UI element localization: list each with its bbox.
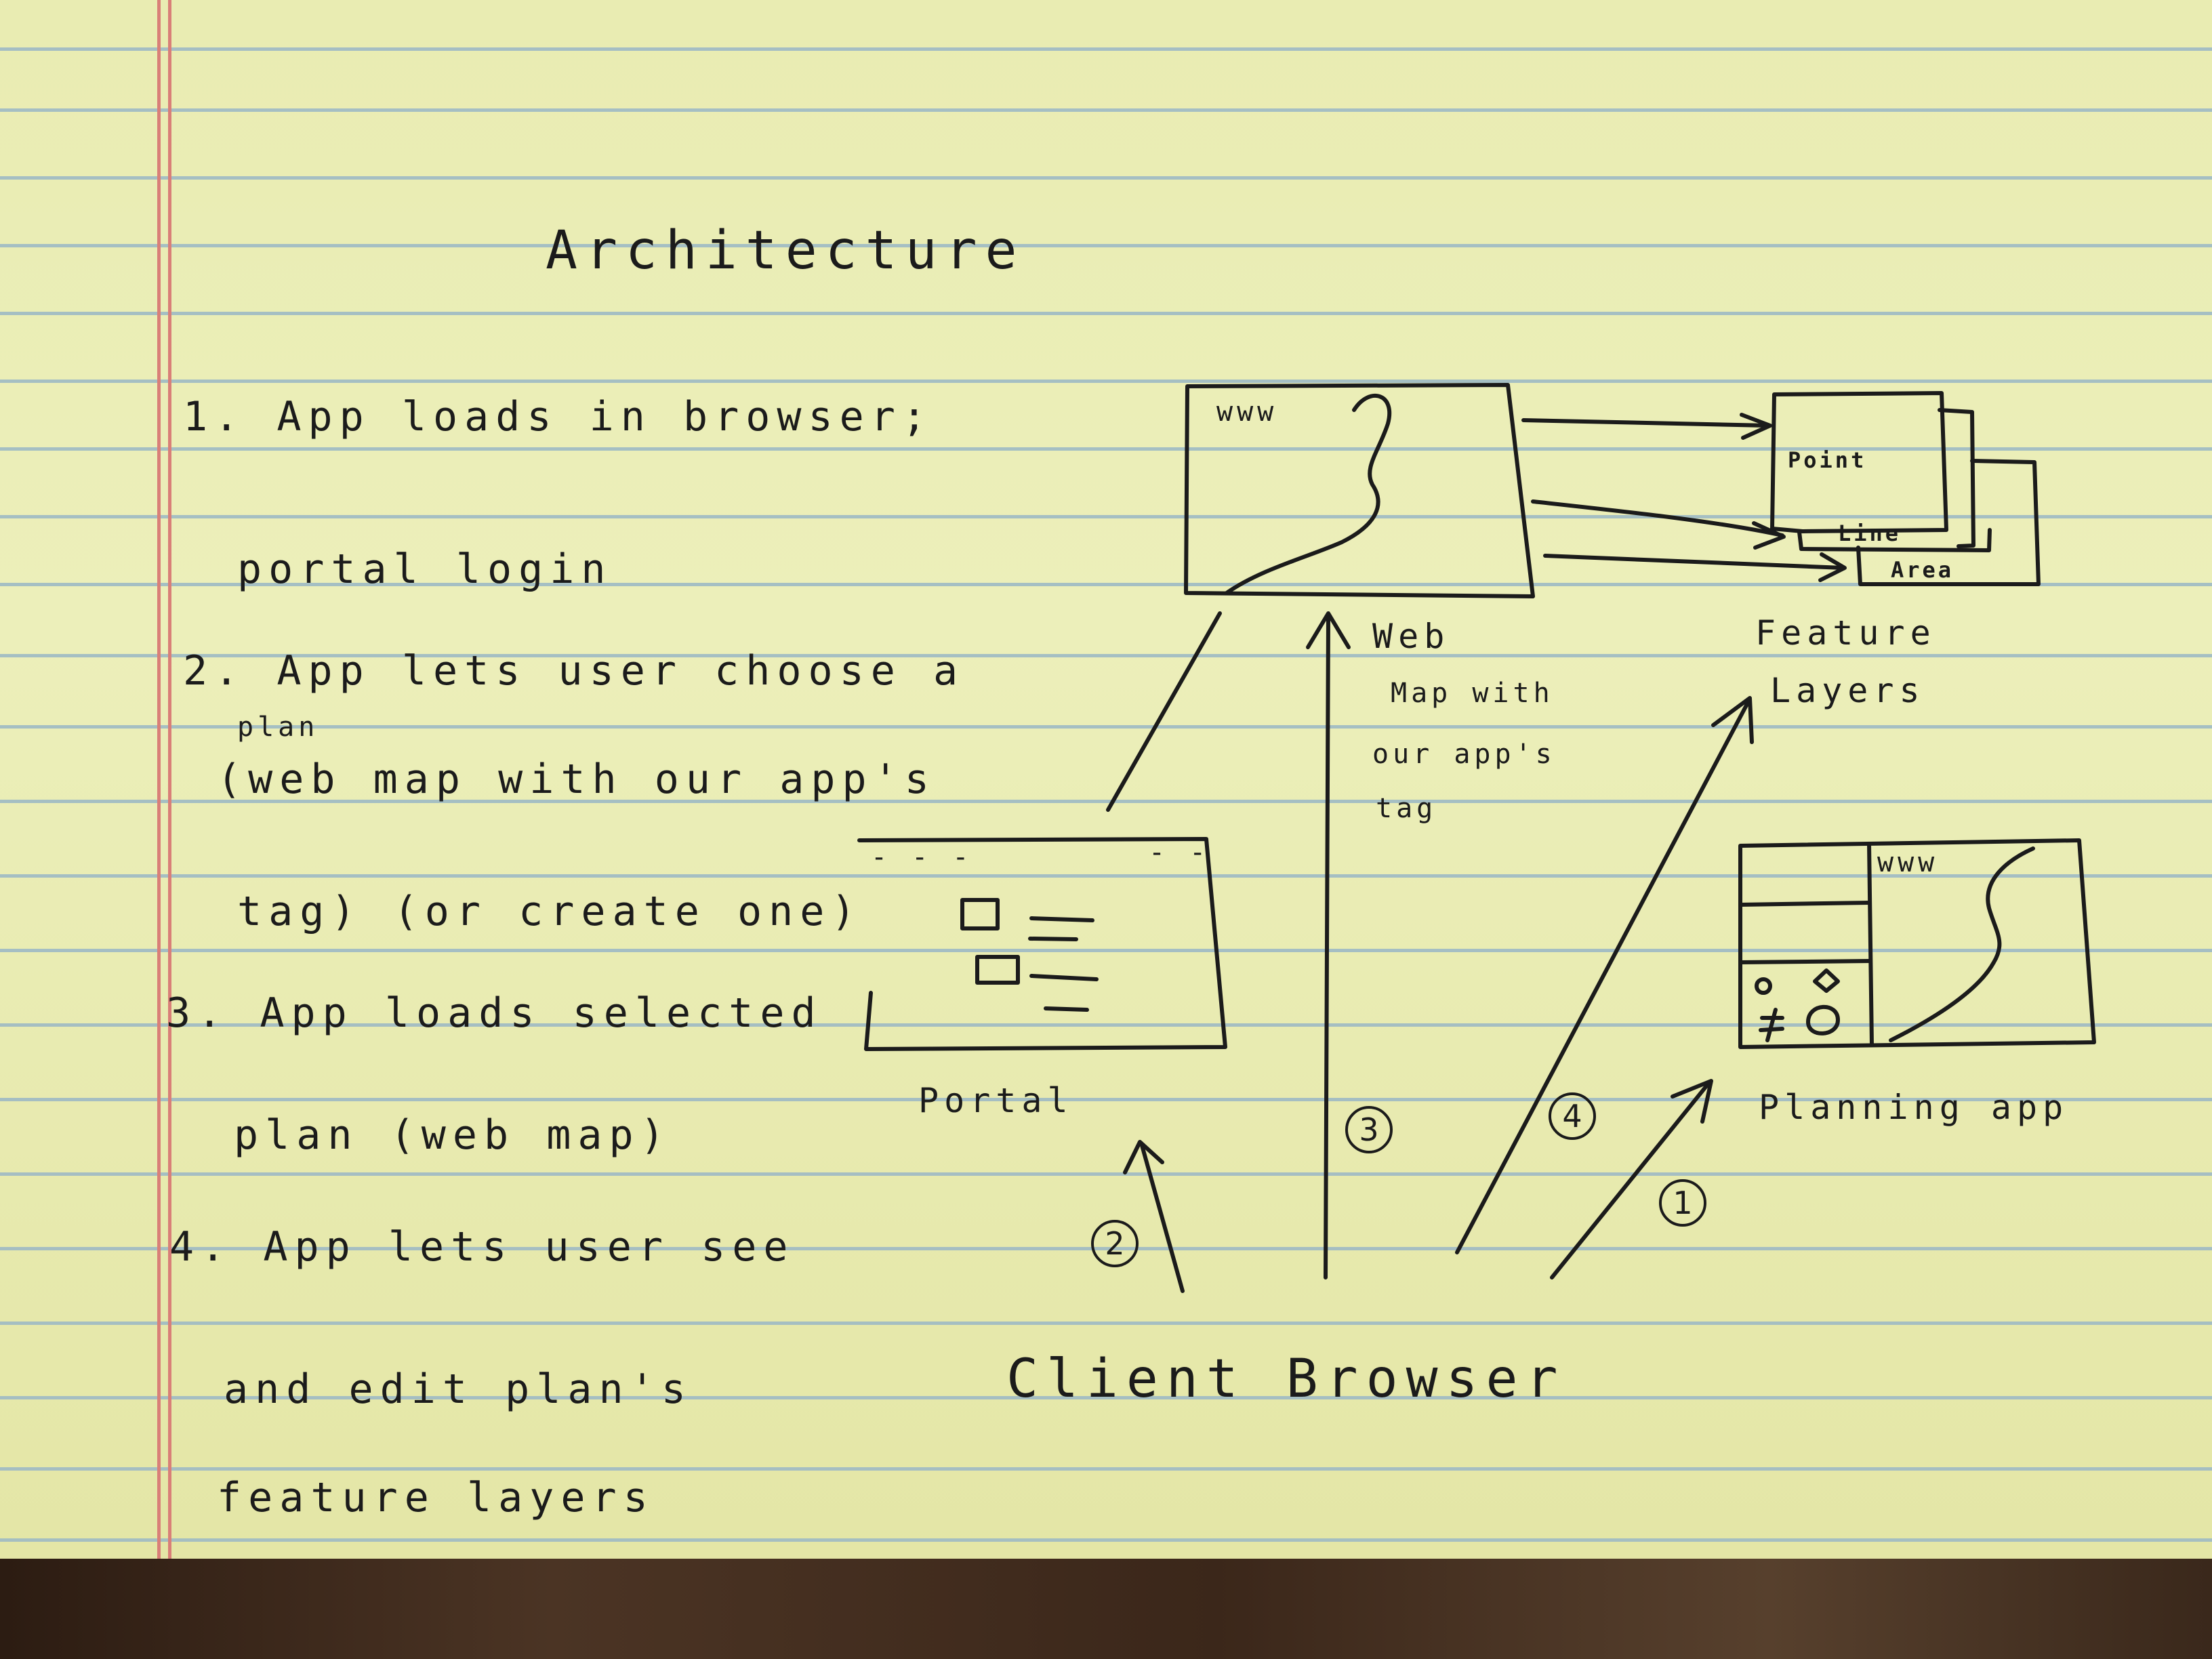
planning-app-www-label: www	[1877, 847, 1939, 878]
rule-line	[0, 312, 2212, 315]
rule-line	[0, 1467, 2212, 1471]
legal-pad-page	[0, 0, 2212, 1565]
rule-line	[0, 1322, 2212, 1325]
step-3-line-1: 3. App loads selected	[166, 989, 823, 1037]
feature-layers-caption-line-1: Feature	[1755, 613, 1936, 653]
diagram-title: Architecture	[546, 220, 1025, 281]
feature-layers-stack	[1770, 391, 2041, 586]
step-4-line-2: and edit plan's	[224, 1366, 693, 1413]
rule-line	[0, 515, 2212, 518]
step-1-line-1: 1. App loads in browser;	[183, 393, 933, 441]
step-marker-4: 4	[1549, 1092, 1596, 1140]
rule-line	[0, 1098, 2212, 1101]
margin-line	[157, 0, 161, 1565]
rule-line	[0, 1172, 2212, 1176]
step-marker-1: 1	[1659, 1179, 1706, 1227]
feature-layers-caption-line-2: Layers	[1770, 671, 1925, 710]
portal-dashes-left: - - -	[871, 842, 973, 873]
desk-surface	[0, 1559, 2212, 1659]
portal-dashes-right: - -	[1149, 837, 1210, 868]
line-layer-label: Line	[1838, 520, 1902, 546]
webmap-caption-line-3: our app's	[1372, 739, 1556, 770]
rule-line	[0, 108, 2212, 112]
point-layer-label: Point	[1788, 447, 1867, 473]
step-3-line-2: plan (web map)	[234, 1111, 672, 1159]
step-4-line-1: 4. App lets user see	[169, 1223, 795, 1271]
client-arrows	[1106, 611, 1754, 1293]
step-2-line-1: 2. App lets user choose a	[183, 647, 965, 695]
webmap-window	[1184, 383, 1535, 598]
rule-line	[0, 949, 2212, 952]
webmap-caption-line-1: Web	[1372, 617, 1450, 656]
rule-line	[0, 1538, 2212, 1542]
webmap-www-label: www	[1216, 396, 1278, 428]
webmap-caption-line-4: tag	[1376, 793, 1437, 824]
step-marker-2: 2	[1091, 1220, 1139, 1267]
step-2-line-3: (web map with our app's	[217, 756, 936, 803]
step-4-line-3: feature layers	[217, 1474, 655, 1521]
webmap-to-layers-arrows	[1521, 413, 1847, 582]
area-layer-label: Area	[1891, 557, 1954, 583]
webmap-caption-line-2: Map with	[1391, 678, 1554, 709]
rule-line	[0, 800, 2212, 803]
step-marker-3: 3	[1345, 1106, 1393, 1153]
margin-line	[168, 0, 171, 1565]
planning-app-window	[1738, 838, 2096, 1049]
rule-line	[0, 725, 2212, 729]
step-1-line-2: portal login	[237, 546, 613, 593]
portal-caption: Portal	[918, 1081, 1073, 1120]
rule-line	[0, 244, 2212, 247]
rule-line	[0, 1023, 2212, 1027]
rule-line	[0, 1396, 2212, 1399]
step-2-line-2: plan	[237, 712, 319, 743]
rule-line	[0, 380, 2212, 383]
rule-line	[0, 47, 2212, 51]
portal-window	[857, 837, 1227, 1051]
rule-line	[0, 447, 2212, 451]
planning-app-caption: Planning app	[1759, 1088, 2069, 1127]
rule-line	[0, 176, 2212, 180]
rule-line	[0, 654, 2212, 657]
client-browser-caption: Client Browser	[1006, 1349, 1566, 1410]
step-2-line-4: tag) (or create one)	[237, 888, 863, 935]
rule-line	[0, 874, 2212, 878]
rule-line	[0, 583, 2212, 586]
